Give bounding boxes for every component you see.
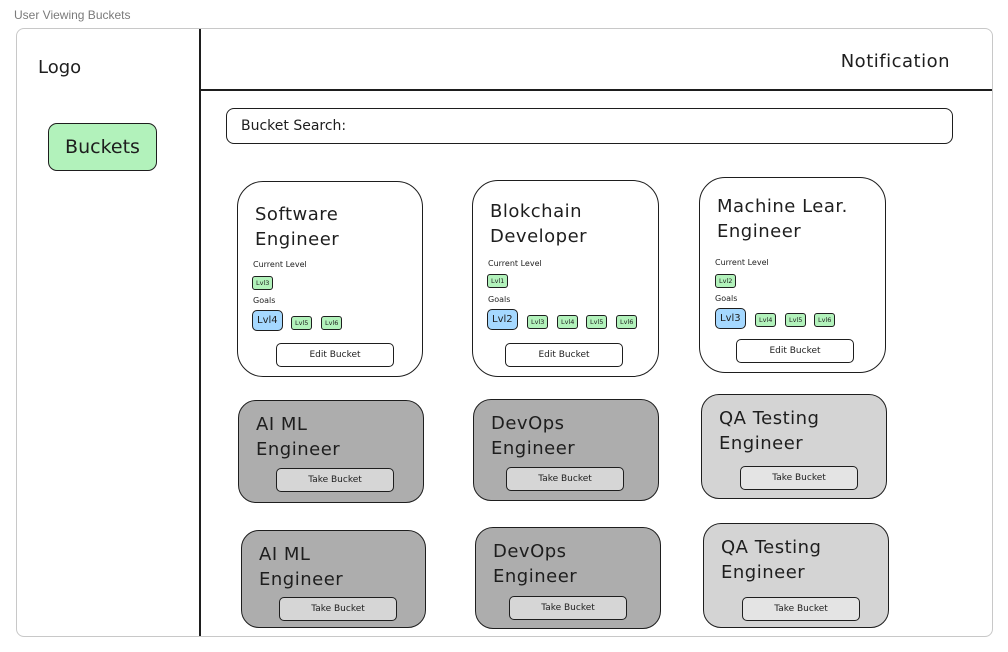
goals-label: Goals xyxy=(488,295,511,304)
goal-tag: Lvl4 xyxy=(755,313,777,327)
bucket-title: QA Testing Engineer xyxy=(721,537,822,583)
goal-tag: Lvl4 xyxy=(557,315,579,329)
goal-tag: Lvl5 xyxy=(785,313,807,327)
goal-tag: Lvl5 xyxy=(291,316,313,330)
available-bucket-card: AI ML Engineer Take Bucket xyxy=(241,530,426,628)
bucket-search-label: Bucket Search: xyxy=(241,118,347,134)
current-level-label: Current Level xyxy=(253,260,307,269)
available-bucket-card: QA Testing Engineer Take Bucket xyxy=(703,523,889,628)
sidebar-divider xyxy=(199,29,201,636)
current-level-tag: Lvl1 xyxy=(487,274,509,288)
current-level-tag: Lvl3 xyxy=(252,276,274,290)
goal-tag: Lvl5 xyxy=(586,315,608,329)
goals-label: Goals xyxy=(253,296,276,305)
bucket-title: DevOps Engineer xyxy=(493,541,578,587)
available-bucket-card: DevOps Engineer Take Bucket xyxy=(475,527,661,629)
current-level-label: Current Level xyxy=(715,258,769,267)
available-bucket-card: AI ML Engineer Take Bucket xyxy=(238,400,424,503)
take-bucket-button[interactable]: Take Bucket xyxy=(742,597,860,621)
bucket-card-software-engineer: Software Engineer Current Level Lvl3 Goa… xyxy=(237,181,423,377)
edit-bucket-button[interactable]: Edit Bucket xyxy=(736,339,854,363)
bucket-search-input[interactable] xyxy=(352,109,952,143)
sidebar-item-buckets[interactable]: Buckets xyxy=(48,123,157,171)
take-bucket-button[interactable]: Take Bucket xyxy=(740,466,858,490)
goal-tag: Lvl6 xyxy=(321,316,343,330)
logo[interactable]: Logo xyxy=(38,57,82,78)
current-level-tag: Lvl2 xyxy=(715,274,737,288)
page-label: User Viewing Buckets xyxy=(14,8,131,22)
available-bucket-card: DevOps Engineer Take Bucket xyxy=(473,399,659,501)
take-bucket-button[interactable]: Take Bucket xyxy=(509,596,627,620)
available-bucket-card: QA Testing Engineer Take Bucket xyxy=(701,394,887,499)
take-bucket-button[interactable]: Take Bucket xyxy=(279,597,397,621)
bucket-title: AI ML Engineer xyxy=(259,544,344,590)
header-divider xyxy=(201,89,992,91)
bucket-title: Blokchain Developer xyxy=(490,201,588,247)
take-bucket-button[interactable]: Take Bucket xyxy=(506,467,624,491)
goal-tag: Lvl3 xyxy=(527,315,549,329)
bucket-search-box: Bucket Search: xyxy=(226,108,953,144)
bucket-title: QA Testing Engineer xyxy=(719,408,820,454)
bucket-title: Machine Lear. Engineer xyxy=(717,196,848,242)
goal-tag-primary: Lvl4 xyxy=(252,310,283,331)
bucket-card-blockchain-developer: Blokchain Developer Current Level Lvl1 G… xyxy=(472,180,659,377)
notification-link[interactable]: Notification xyxy=(840,51,950,72)
goals-label: Goals xyxy=(715,294,738,303)
edit-bucket-button[interactable]: Edit Bucket xyxy=(276,343,394,367)
goal-tag: Lvl6 xyxy=(616,315,638,329)
bucket-title: DevOps Engineer xyxy=(491,413,576,459)
app-frame: Logo Notification Buckets Bucket Search:… xyxy=(16,28,993,637)
goal-tag-primary: Lvl3 xyxy=(715,308,746,329)
goal-tag-primary: Lvl2 xyxy=(487,309,518,330)
edit-bucket-button[interactable]: Edit Bucket xyxy=(505,343,623,367)
bucket-card-machine-learning-engineer: Machine Lear. Engineer Current Level Lvl… xyxy=(699,177,886,373)
bucket-title: AI ML Engineer xyxy=(256,414,341,460)
take-bucket-button[interactable]: Take Bucket xyxy=(276,468,394,492)
bucket-title: Software Engineer xyxy=(255,204,340,250)
goal-tag: Lvl6 xyxy=(814,313,836,327)
current-level-label: Current Level xyxy=(488,259,542,268)
